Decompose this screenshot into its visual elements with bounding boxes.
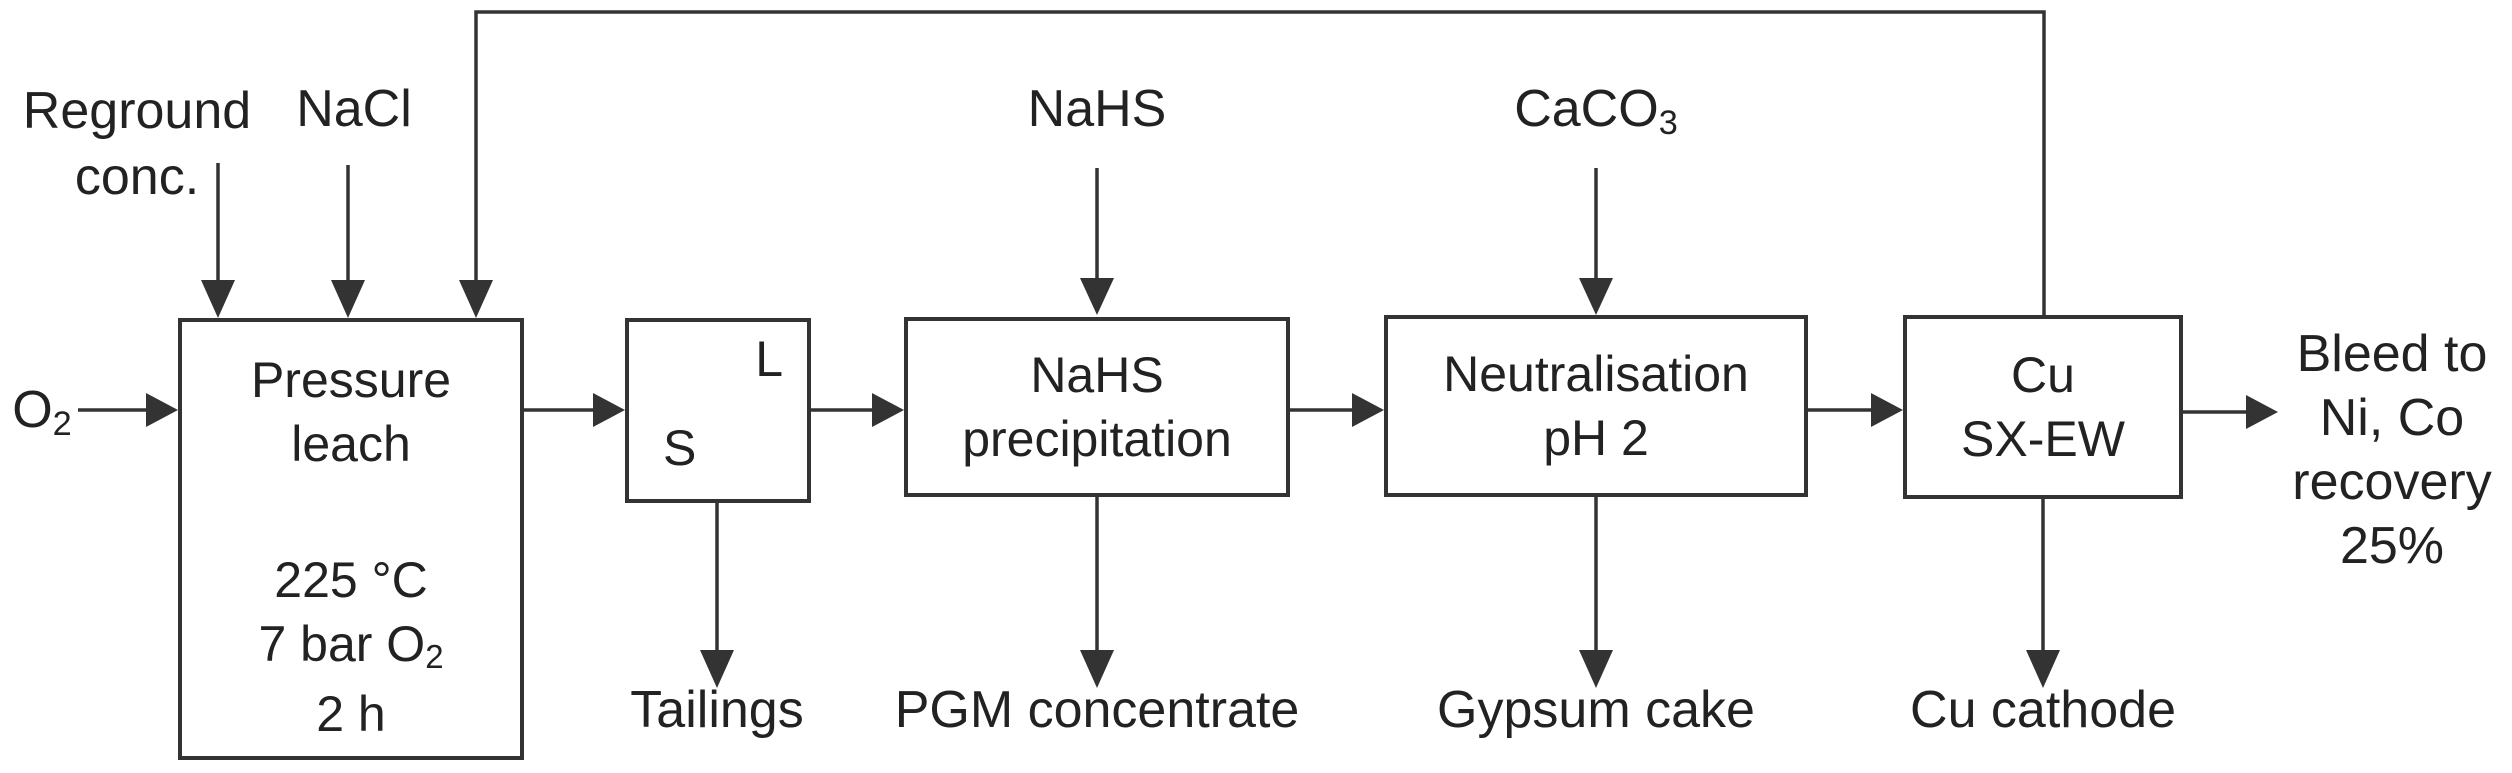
gypsum-output-arrow	[1579, 497, 1613, 688]
pressure-leach-condition-pressure: 7 bar O2	[258, 616, 444, 676]
nacl-input-arrow	[331, 165, 365, 318]
cu-sx-ew-line2: SX-EW	[1961, 411, 2125, 467]
bleed-label-line4: 25%	[2339, 517, 2445, 575]
caco3-subscript: 3	[1658, 103, 1678, 142]
process-box-neutralisation: Neutralisation pH 2	[1384, 315, 1808, 497]
o2-feed-subscript: 2	[52, 404, 72, 443]
nacl-label: NaCl	[296, 80, 412, 138]
tailings-output-arrow	[700, 502, 734, 688]
stream-sl-to-nahs-arrow	[811, 393, 904, 427]
sl-solid-label: S	[663, 420, 697, 476]
pgm-output-arrow	[1080, 497, 1114, 688]
reground-conc-label-line2: conc.	[74, 148, 200, 206]
pressure-leach-condition-temperature: 225 °C	[274, 552, 428, 608]
reground-conc-label-line1: Reground	[22, 82, 252, 140]
pgm-concentrate-label: PGM concentrate	[894, 681, 1300, 739]
nahs-precipitation-line2: precipitation	[962, 411, 1232, 467]
o2-label: O2	[12, 381, 72, 443]
neutralisation-line2: pH 2	[1543, 410, 1649, 466]
stream-nahs-to-neutralisation-arrow	[1290, 393, 1384, 427]
pressure-leach-condition-time: 2 h	[316, 686, 386, 742]
cu-sx-ew-line1: Cu	[2011, 347, 2075, 403]
bleed-label-line1: Bleed to	[2296, 325, 2488, 383]
bleed-label: Bleed to Ni, Co recovery 25%	[2292, 322, 2491, 578]
reground-conc-label: Reground conc.	[23, 78, 251, 210]
gypsum-cake-label: Gypsum cake	[1437, 681, 1755, 739]
bleed-label-line3: recovery	[2292, 453, 2492, 511]
stream-leach-to-sl-arrow	[524, 393, 625, 427]
cu-cathode-output-arrow	[2026, 499, 2060, 688]
process-box-solid-liquid-separation: L S	[625, 318, 811, 503]
nahs-input-arrow	[1080, 168, 1114, 315]
reground-conc-input-arrow	[201, 163, 235, 318]
neutralisation-line1: Neutralisation	[1443, 346, 1749, 402]
bleed-label-line2: Ni, Co	[2319, 389, 2465, 447]
process-box-pressure-leach: Pressure leach 225 °C 7 bar O2 2 h	[178, 318, 524, 760]
recycle-stream-arrow	[459, 10, 2046, 318]
o2-subscript: 2	[425, 638, 444, 676]
pressure-leach-conditions: 225 °C 7 bar O2 2 h	[258, 548, 443, 746]
sl-liquid-label: L	[755, 331, 783, 387]
nahs-precipitation-line1: NaHS	[1030, 347, 1164, 403]
stream-cu-to-bleed-arrow	[2183, 395, 2278, 429]
nahs-reagent-label: NaHS	[1027, 80, 1167, 138]
pressure-leach-title-line2: leach	[291, 416, 411, 472]
caco3-input-arrow	[1579, 168, 1613, 315]
process-box-nahs-precipitation: NaHS precipitation	[904, 317, 1290, 497]
process-box-cu-sx-ew: Cu SX-EW	[1903, 315, 2183, 499]
tailings-label: Tailings	[630, 681, 804, 739]
caco3-label: CaCO3	[1514, 80, 1678, 142]
pressure-leach-title: Pressure leach	[251, 348, 451, 476]
o2-input-arrow	[78, 393, 178, 427]
pressure-leach-title-line1: Pressure	[250, 352, 452, 408]
cu-cathode-label: Cu cathode	[1910, 681, 2176, 739]
stream-neutralisation-to-cu-arrow	[1808, 393, 1903, 427]
